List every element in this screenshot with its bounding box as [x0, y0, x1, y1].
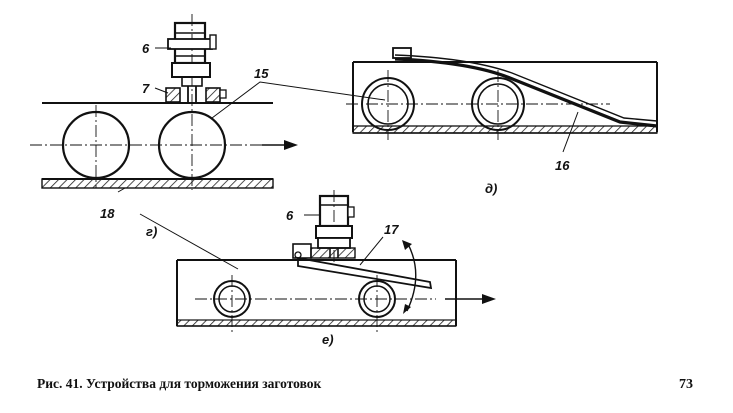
label-15: 15: [254, 66, 269, 81]
arrow-head: [482, 294, 496, 304]
label-view-e: е): [322, 332, 334, 347]
spring-plate-16: [394, 57, 658, 128]
leader-15: [211, 81, 386, 119]
view-e: [176, 190, 496, 332]
label-6-top: 6: [142, 41, 150, 56]
callout-labels: 6 7 15 18 г) 16 д) 6 17 е): [100, 41, 570, 347]
brake-shoe-7: [165, 87, 181, 103]
label-view-d: д): [485, 181, 497, 196]
view-g: [30, 14, 298, 193]
swing-arrow: [406, 243, 417, 312]
label-16: 16: [555, 158, 570, 173]
label-6-bottom: 6: [286, 208, 294, 223]
arrow-head: [284, 140, 298, 150]
label-17: 17: [384, 222, 399, 237]
label-view-g: г): [146, 224, 157, 239]
label-7: 7: [142, 81, 150, 96]
lever-17: [297, 256, 433, 290]
view-d: [346, 47, 658, 153]
page-number: 73: [679, 377, 693, 392]
figure-caption: Рис. 41. Устройства для торможения загот…: [37, 376, 322, 391]
label-18: 18: [100, 206, 115, 221]
